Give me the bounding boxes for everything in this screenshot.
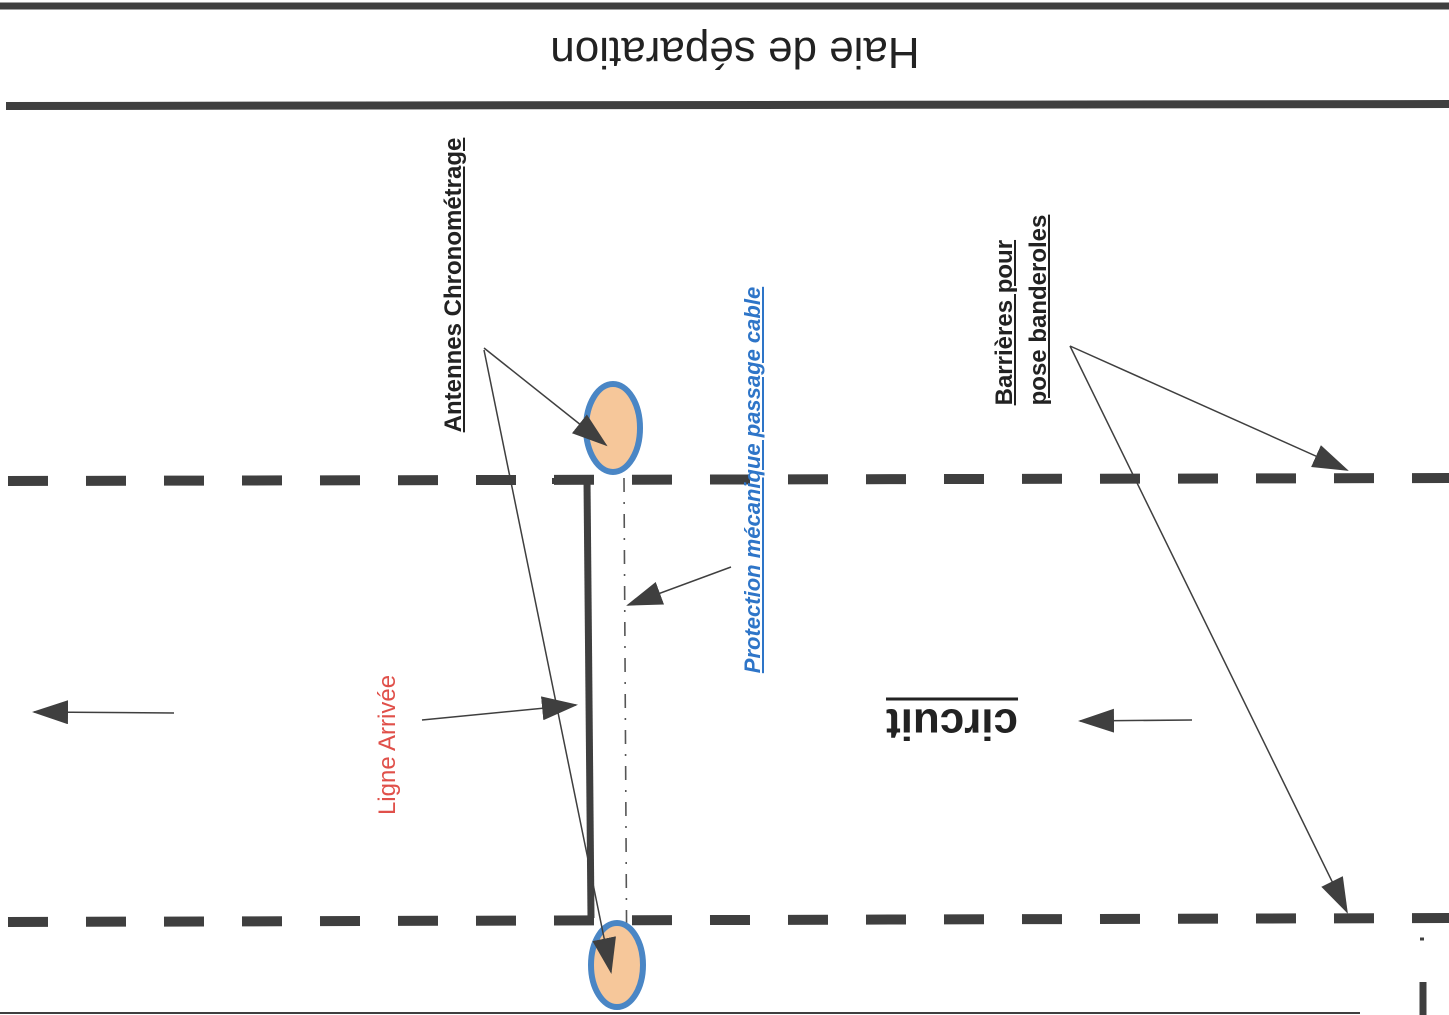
barrieres-pointer-lower — [1069, 345, 1348, 914]
antennes-pointer-upper — [483, 347, 608, 447]
barrieres-pointer-upper — [1069, 345, 1349, 471]
barrieres-label: Barrières pour pose banderoles — [988, 215, 1056, 406]
ligne-arrivee-pointer — [421, 696, 578, 721]
antenna-ellipse-icon — [588, 920, 646, 1010]
barrieres-label-line1: Barrières pour — [991, 239, 1018, 406]
arrow-left-icon — [32, 700, 175, 725]
cable-protection-line — [623, 477, 628, 1006]
barrieres-label-line2: pose banderoles — [1025, 214, 1052, 406]
hedge-label: Haie de séparation — [550, 28, 920, 77]
hedge-bottom-line — [5, 100, 1449, 110]
antennes-label: Antennes Chronométrage — [440, 137, 467, 433]
protection-pointer — [626, 566, 732, 606]
barrier-dashed-line-lower — [7, 913, 1449, 927]
arrow-left-icon — [1078, 708, 1193, 733]
protection-label: Protection mécanique passage cable — [740, 286, 765, 674]
antennes-pointer-lower — [483, 349, 616, 974]
ligne-arrivee-label: Ligne Arrivée — [374, 674, 401, 816]
circuit-label: circuit — [885, 697, 1019, 749]
barrier-dashed-line-upper — [7, 473, 1449, 486]
finish-line — [583, 479, 595, 919]
antenna-ellipse-icon — [583, 381, 643, 475]
